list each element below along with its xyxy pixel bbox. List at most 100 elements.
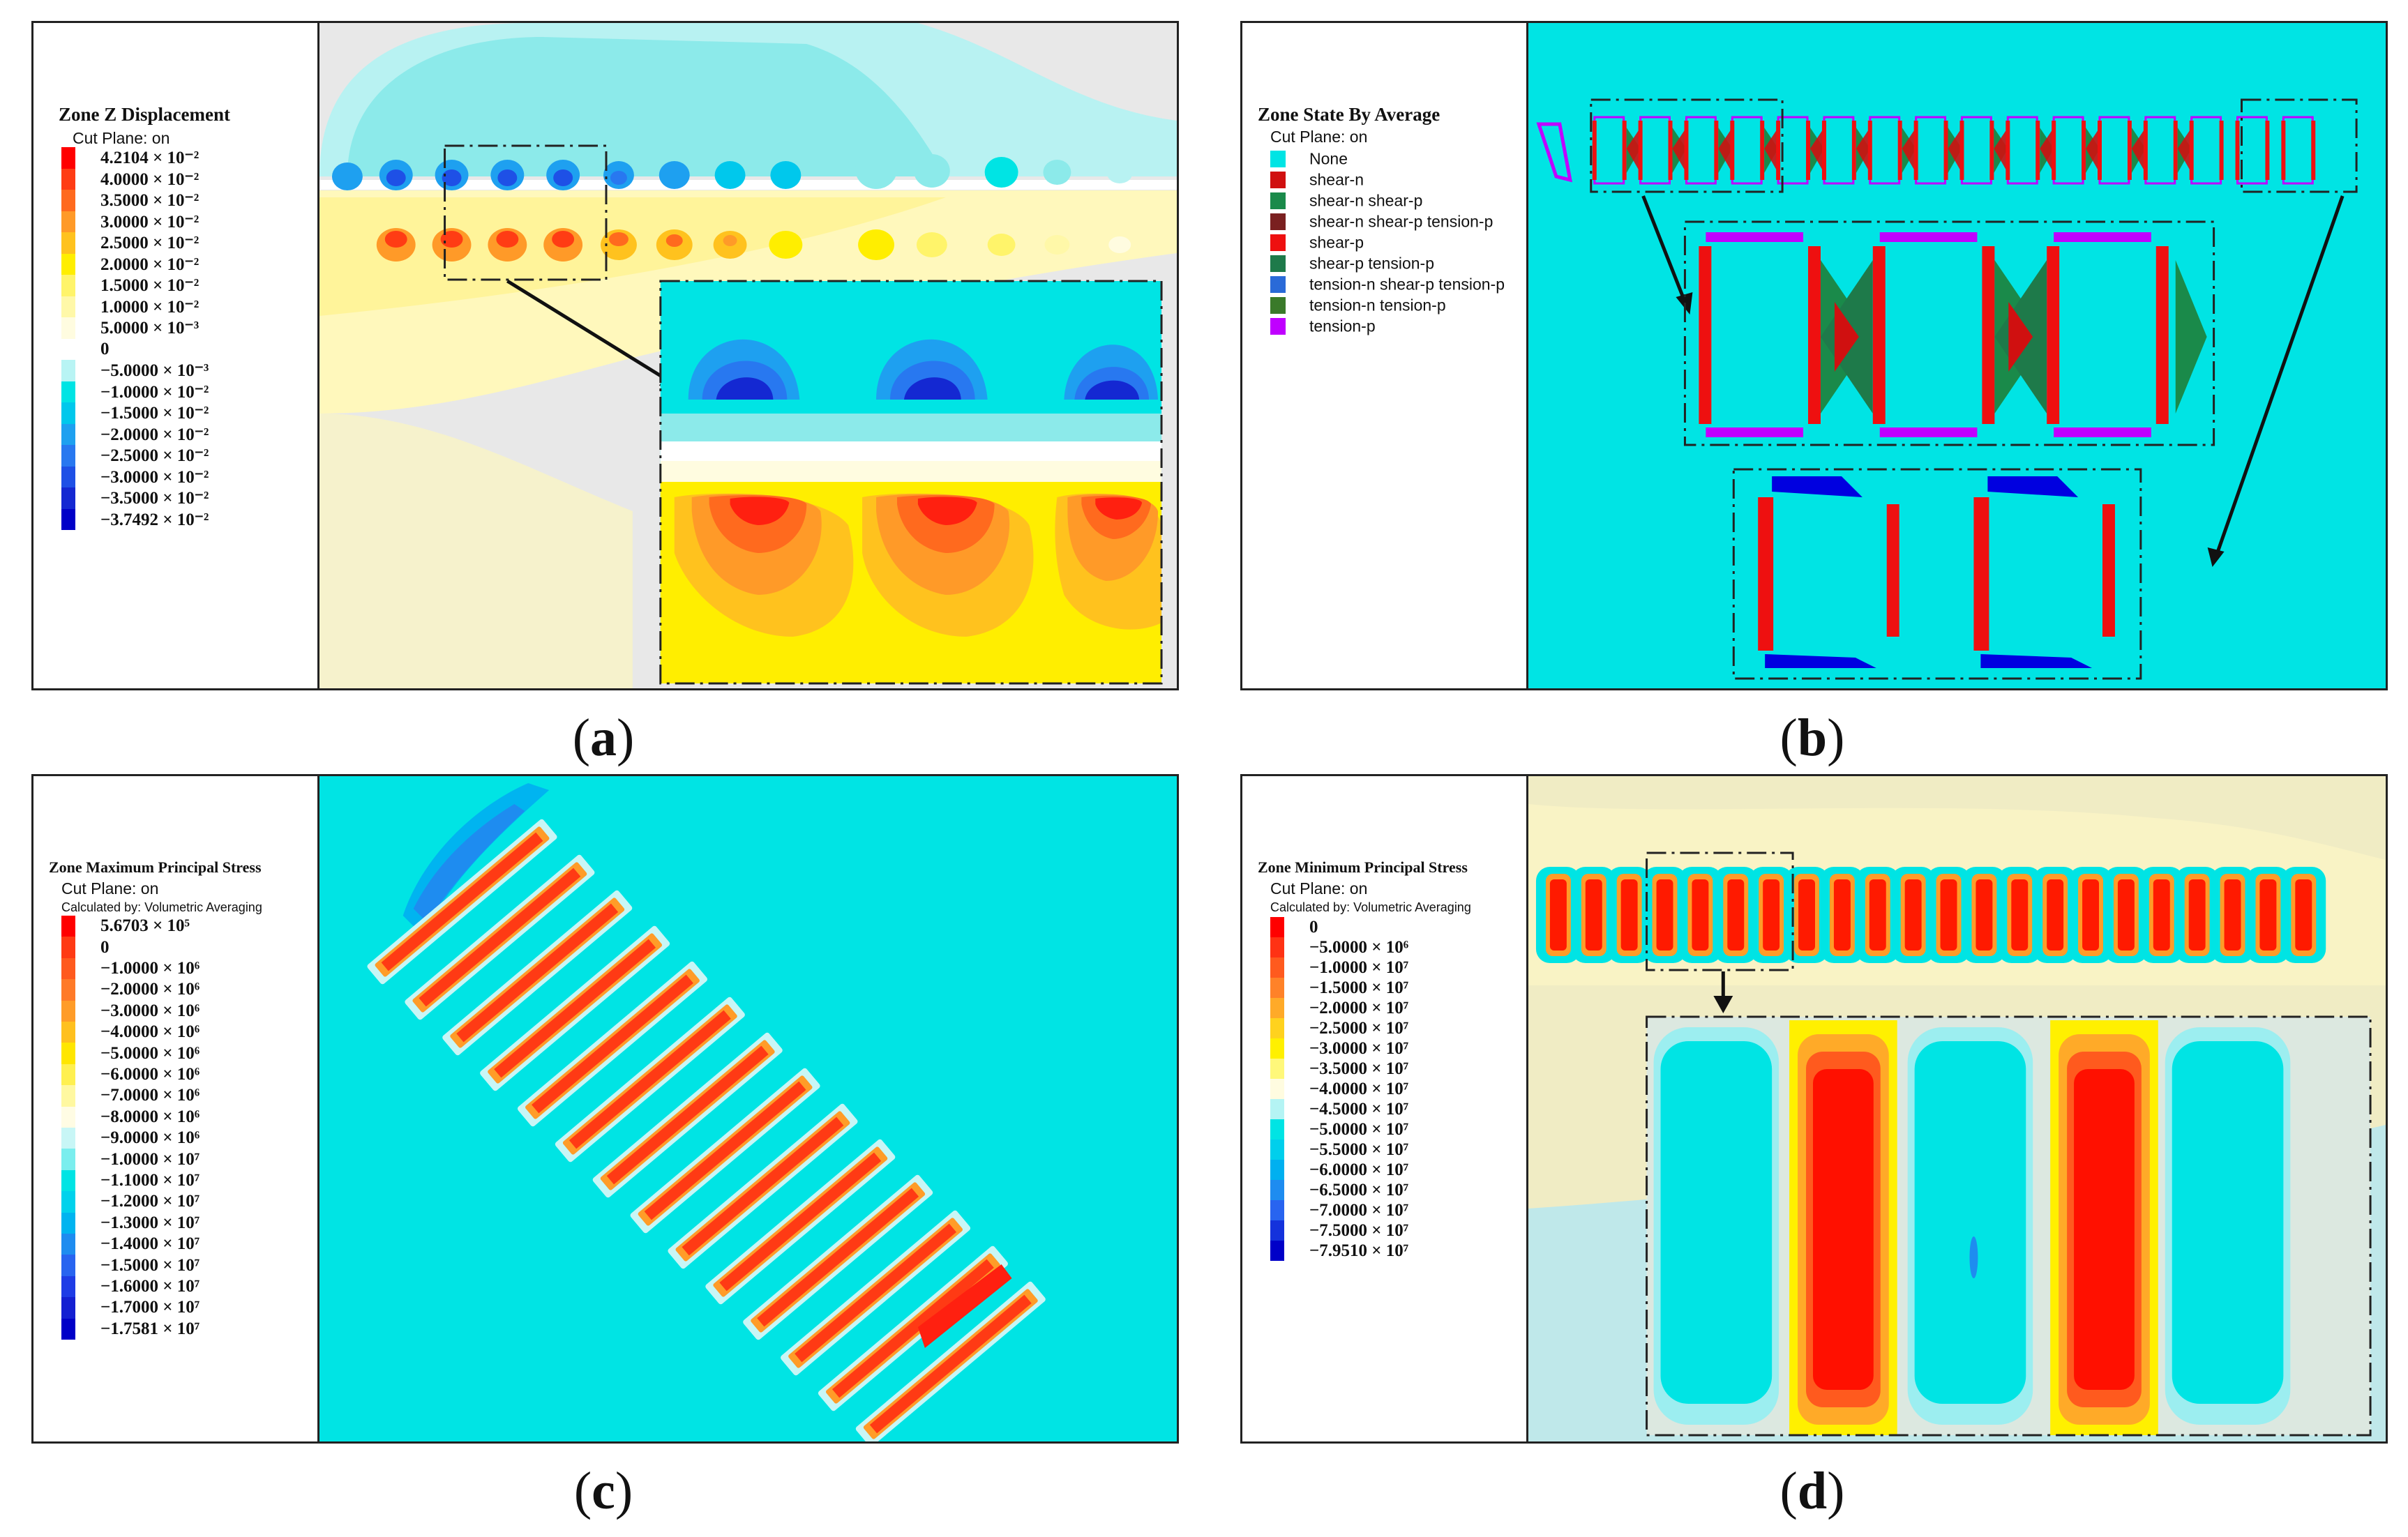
legend-label: 2.5000 × 10⁻²: [100, 234, 200, 253]
excavation-bar: [367, 819, 557, 985]
shear-zone: [1886, 504, 1899, 637]
legend-label: −8.0000 × 10⁶: [100, 1107, 200, 1126]
legend-swatch: [61, 1297, 75, 1319]
excavation-bar: [442, 890, 633, 1056]
legend-swatch: [1270, 192, 1286, 209]
cell-core: [1620, 879, 1638, 951]
panel-a: Zone Z Displacement Cut Plane: on 4.2104…: [31, 21, 1179, 690]
bar-core: [757, 1188, 919, 1327]
shear-zone: [2219, 121, 2224, 180]
cell-core: [1585, 879, 1602, 951]
panel-b: Zone State By Average Cut Plane: on None…: [1240, 21, 2388, 690]
cell-core: [1976, 879, 1993, 951]
min-principal-stress-contour: [1528, 776, 2386, 1441]
shear-zone: [1973, 497, 1989, 651]
shear-zone: [2082, 121, 2086, 180]
legend-label: −5.5000 × 10⁷: [1309, 1140, 1409, 1159]
tunnel-cell: [1960, 116, 1992, 185]
inset-cell: [2047, 239, 2169, 431]
bar-core: [419, 868, 581, 1007]
tunnel-cell: [1915, 116, 1947, 185]
cell-core: [2047, 879, 2064, 951]
shear-zone: [1959, 121, 1964, 180]
cell-core: [1656, 879, 1673, 951]
bar-core: [532, 974, 693, 1114]
tension-zone: [1879, 427, 1978, 437]
zoom-source-box-a: [444, 144, 608, 281]
legend-swatch: [61, 916, 75, 937]
legend-swatch: [1270, 276, 1286, 293]
excavation-bar: [818, 1246, 1008, 1411]
cell-core: [2117, 879, 2135, 951]
zoom-inset-a: [659, 280, 1163, 685]
bar-core: [831, 1259, 994, 1398]
bar-core: [869, 1294, 1032, 1434]
caption-c: (c): [573, 1462, 633, 1520]
legend-label: −1.5000 × 10⁷: [100, 1255, 200, 1275]
legend-label: −1.4000 × 10⁷: [100, 1234, 200, 1254]
legend-swatch: [61, 979, 75, 1001]
excavation-bar: [705, 1139, 896, 1305]
legend-cut-plane-d: Cut Plane: on: [1270, 879, 1368, 898]
shear-zone: [2098, 121, 2102, 180]
legend-swatch: [61, 1169, 75, 1192]
legend-swatch: [1270, 1180, 1284, 1200]
shear-zone: [2102, 504, 2115, 637]
legend-swatch: [61, 957, 75, 980]
contour-view-c: [319, 776, 1177, 1441]
contour-view-a: [319, 23, 1177, 688]
legend-swatch: [61, 275, 75, 296]
legend-c: Zone Maximum Principal Stress Cut Plane:…: [33, 776, 319, 1441]
tension-zone: [2054, 232, 2151, 242]
legend-label: −9.0000 × 10⁶: [100, 1128, 200, 1148]
shear-pillar: [1626, 128, 1641, 173]
zoom-inset-d: [1646, 1017, 2371, 1435]
cell-core: [2295, 879, 2312, 951]
legend-label: 1.0000 × 10⁻²: [100, 297, 200, 317]
bar-core: [606, 1045, 769, 1185]
shear-zone: [1867, 121, 1872, 180]
excavation-bar: [592, 1032, 783, 1198]
legend-swatch: [1270, 1059, 1284, 1079]
legend-label: 3.0000 × 10⁻²: [100, 212, 200, 232]
shear-zone: [1668, 121, 1673, 180]
shear-zone: [1943, 121, 1948, 180]
shear-zone: [2006, 121, 2010, 180]
stress-core: [1813, 1069, 1874, 1390]
tunnel-cell: [1639, 116, 1671, 185]
zoom-arrow-a: [506, 279, 672, 384]
tension-zone: [1706, 232, 1804, 242]
legend-b: Zone State By Average Cut Plane: on None…: [1242, 23, 1528, 688]
shear-pillar: [1672, 128, 1687, 173]
legend-label: −3.5000 × 10⁷: [1309, 1059, 1409, 1078]
shear-zone: [1897, 121, 1902, 180]
shear-pillar: [1902, 128, 1916, 173]
legend-label: tension-n shear-p tension-p: [1309, 275, 1505, 294]
legend-label: 0: [100, 937, 110, 957]
shear-zone: [1684, 121, 1689, 180]
legend-swatch: [1270, 255, 1286, 272]
tunnel-cell: [1731, 116, 1763, 185]
stress-spot: [1969, 1236, 1978, 1278]
shear-zone: [2047, 246, 2060, 424]
upper-blue-blobs: [331, 150, 1133, 190]
legend-label: shear-p: [1309, 233, 1364, 252]
legend-swatch: [1270, 318, 1286, 335]
legend-label: −5.0000 × 10⁶: [1309, 937, 1409, 957]
legend-cut-plane-a: Cut Plane: on: [73, 129, 170, 147]
tunnel-cell: [1823, 116, 1855, 185]
legend-label: 5.0000 × 10⁻³: [100, 319, 200, 338]
legend-label: −4.0000 × 10⁷: [1309, 1079, 1409, 1098]
legend-swatch: [1270, 1119, 1284, 1140]
contour-view-d: [1528, 776, 2386, 1441]
legend-swatch: [1270, 213, 1286, 230]
tunnel-cell: [1593, 116, 1625, 185]
stress-core: [2074, 1069, 2135, 1390]
tunnel-cell: [2052, 116, 2084, 185]
legend-swatch: [1270, 978, 1284, 998]
pillar-core: [2172, 1041, 2284, 1404]
legend-swatch: [61, 423, 75, 445]
tunnel-cell: [2144, 116, 2176, 185]
zone-state-map: [1528, 23, 2386, 688]
legend-swatch: [61, 168, 75, 190]
